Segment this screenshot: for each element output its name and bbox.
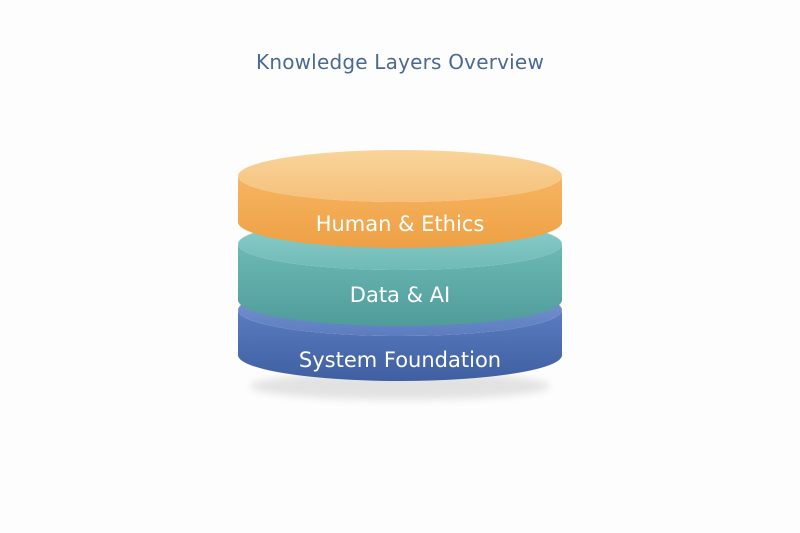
layer-body-teal xyxy=(238,244,562,326)
diagram-title: Knowledge Layers Overview xyxy=(256,50,544,74)
layer-body-blue xyxy=(238,310,562,381)
layer-body-orange xyxy=(238,176,562,248)
stack-shadow xyxy=(250,372,550,400)
layer-label-system-foundation: System Foundation xyxy=(299,348,501,372)
layer-top-orange xyxy=(238,150,562,202)
layer-human-ethics: Human & Ethics xyxy=(238,150,562,248)
layer-label-data-ai: Data & AI xyxy=(350,283,450,307)
layer-label-human-ethics: Human & Ethics xyxy=(316,212,485,236)
